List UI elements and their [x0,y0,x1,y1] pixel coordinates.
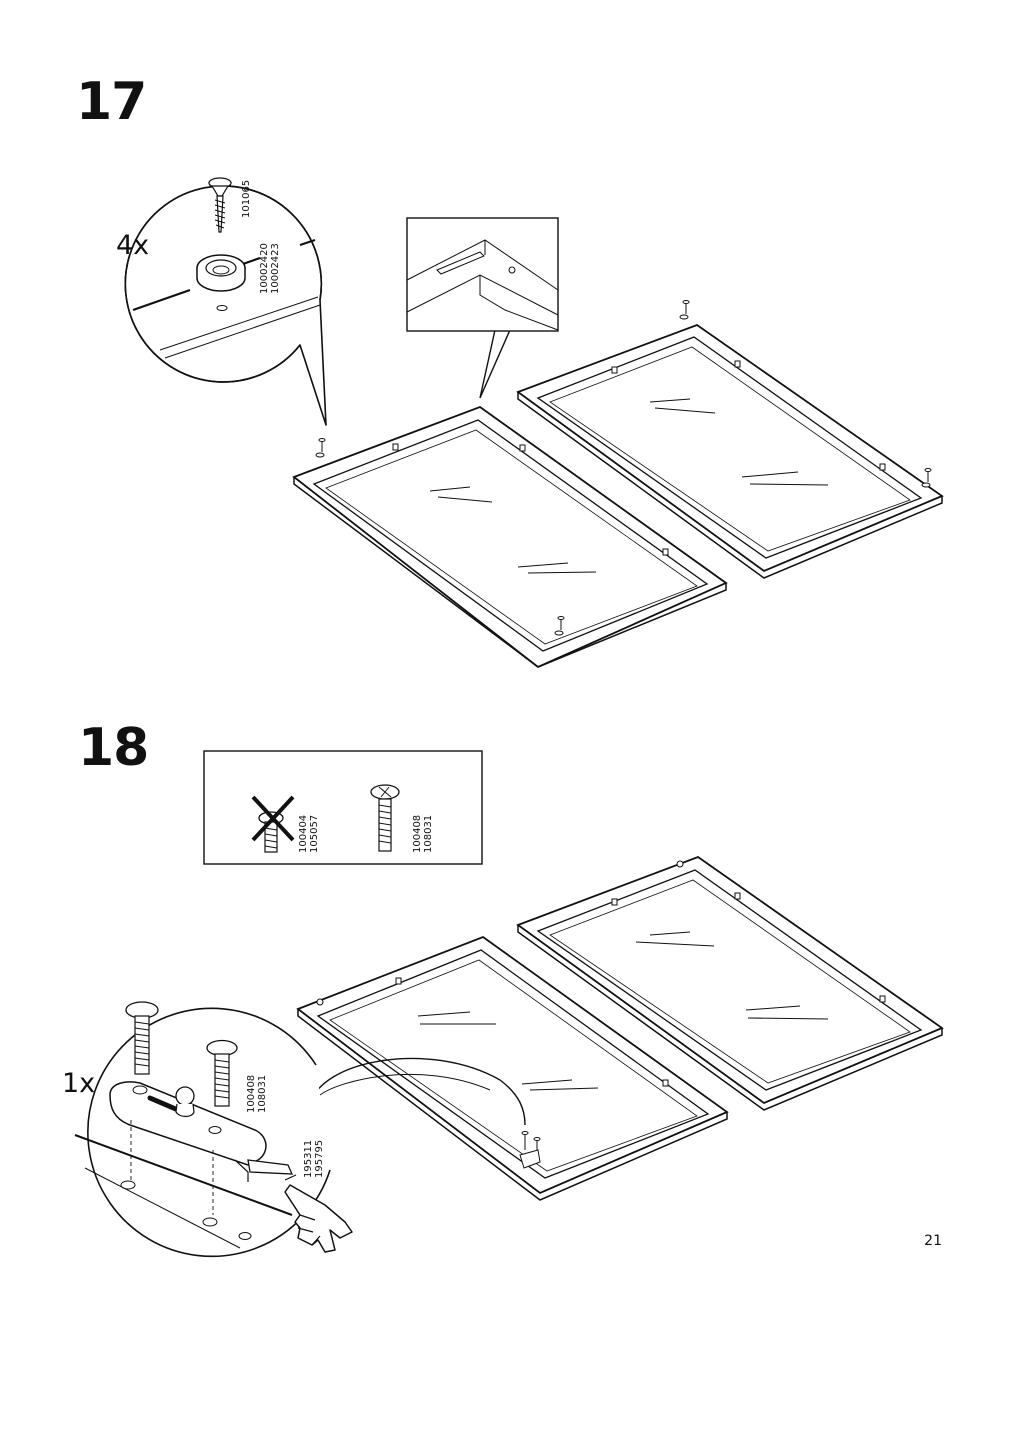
step-18-number: 18 [78,718,149,778]
step18-connector-on-frame [519,1131,541,1169]
part-number: 100408 [412,814,423,853]
part-number: 195795 [314,1139,325,1178]
washer-10002420-icon [196,254,246,292]
part-number: 108031 [423,814,434,853]
bolt-100408-detail-icon [125,1001,238,1107]
bolt-100408-icon [370,784,400,852]
step17-detail-circle [124,185,327,426]
screw-101065-icon [208,177,232,233]
step-17-quantity: 4x [116,230,150,261]
part-number: 10002423 [270,243,281,294]
step-17-part-washer: 10002420 10002423 [259,243,281,294]
step-18-quantity: 1x [62,1068,96,1099]
step18-right-frame [516,855,944,1111]
step18-leader-line [309,1057,526,1126]
part-number: 100408 [246,1074,257,1113]
step-17-number: 17 [76,72,147,132]
step-18-part-bolt: 100408 108031 [246,1075,268,1113]
connector-195311-icon [109,1081,294,1215]
step-18-note-part-not-used: 100404 105057 [298,815,320,853]
page-number: 21 [924,1233,942,1249]
part-number: 10002420 [259,243,270,294]
step17-left-frame [292,405,728,669]
step17-small-screws [315,300,932,636]
part-number: 100404 [298,814,309,853]
part-number: 195311 [303,1139,314,1178]
part-number: 105057 [309,814,320,853]
step18-left-frame [296,935,729,1201]
step17-right-frame [516,323,944,579]
bolt-100404-crossed-icon [251,795,295,853]
step-18-note-part-use: 100408 108031 [412,815,434,853]
hand-press-icon [284,1174,353,1253]
step18-parts-box [203,750,483,865]
step-17-part-screw: 101065 [241,180,252,218]
step17-corner-detail [406,217,559,399]
step18-leader-line-inner [319,1073,491,1096]
part-number: 101065 [241,179,252,218]
part-number: 108031 [257,1074,268,1113]
step-18-part-connector: 195311 195795 [303,1140,325,1178]
